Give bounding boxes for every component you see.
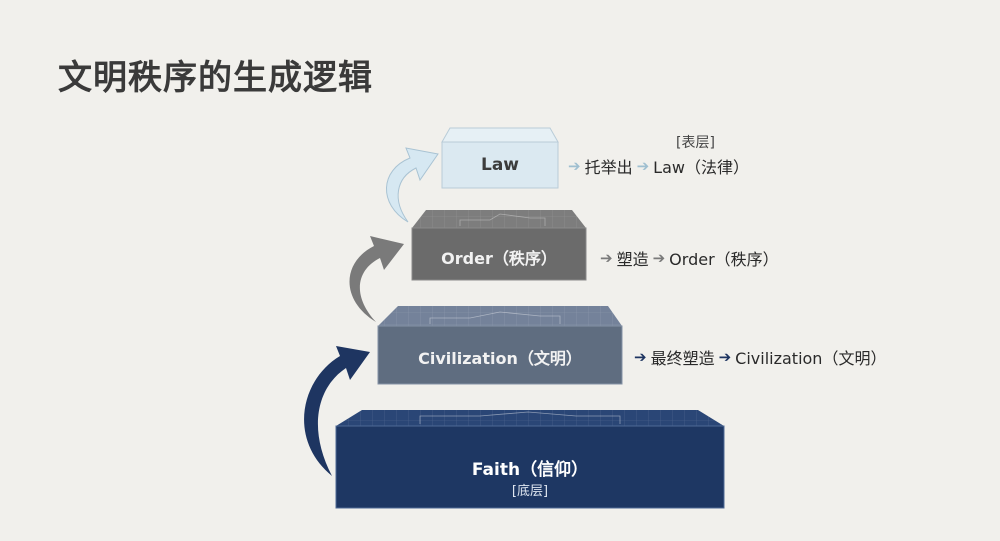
law-flow: ➔ 托举出 ➔ Law（法律） [568,154,749,178]
law-flow-verb: 托举出 [584,158,633,177]
civilization-block [377,306,623,385]
faith-label: Faith（信仰） [471,460,589,480]
right-arrow-icon: ➔ [568,157,581,175]
law-block [441,127,559,189]
law-tag: [表层] [676,135,715,151]
civilization-flow-result: Civilization（文明） [735,349,887,368]
right-arrow-icon: ➔ [600,249,613,267]
order-flow-verb: 塑造 [616,250,649,269]
faith-block [335,410,725,509]
civilization-flow: ➔ 最终塑造 ➔ Civilization（文明） [634,345,886,369]
law-flow-result: Law（法律） [653,158,749,177]
order-label: Order（秩序） [441,249,557,268]
civilization-label: Civilization（文明） [418,349,582,368]
curved-up-arrow-icon [386,147,439,223]
civilization-flow-verb: 最终塑造 [650,349,715,368]
order-flow-result: Order（秩序） [669,250,779,269]
curved-up-arrow-icon [349,236,404,322]
right-arrow-icon: ➔ [636,157,650,175]
curved-up-arrow-icon [304,346,370,476]
right-arrow-icon: ➔ [634,348,647,366]
faith-tag: [底层] [511,484,549,499]
page-title: 文明秩序的生成逻辑 [58,58,373,98]
order-block [411,210,587,281]
order-flow: ➔ 塑造 ➔ Order（秩序） [600,246,779,270]
right-arrow-icon: ➔ [652,249,666,267]
law-label: Law [480,155,519,175]
right-arrow-icon: ➔ [718,348,732,366]
